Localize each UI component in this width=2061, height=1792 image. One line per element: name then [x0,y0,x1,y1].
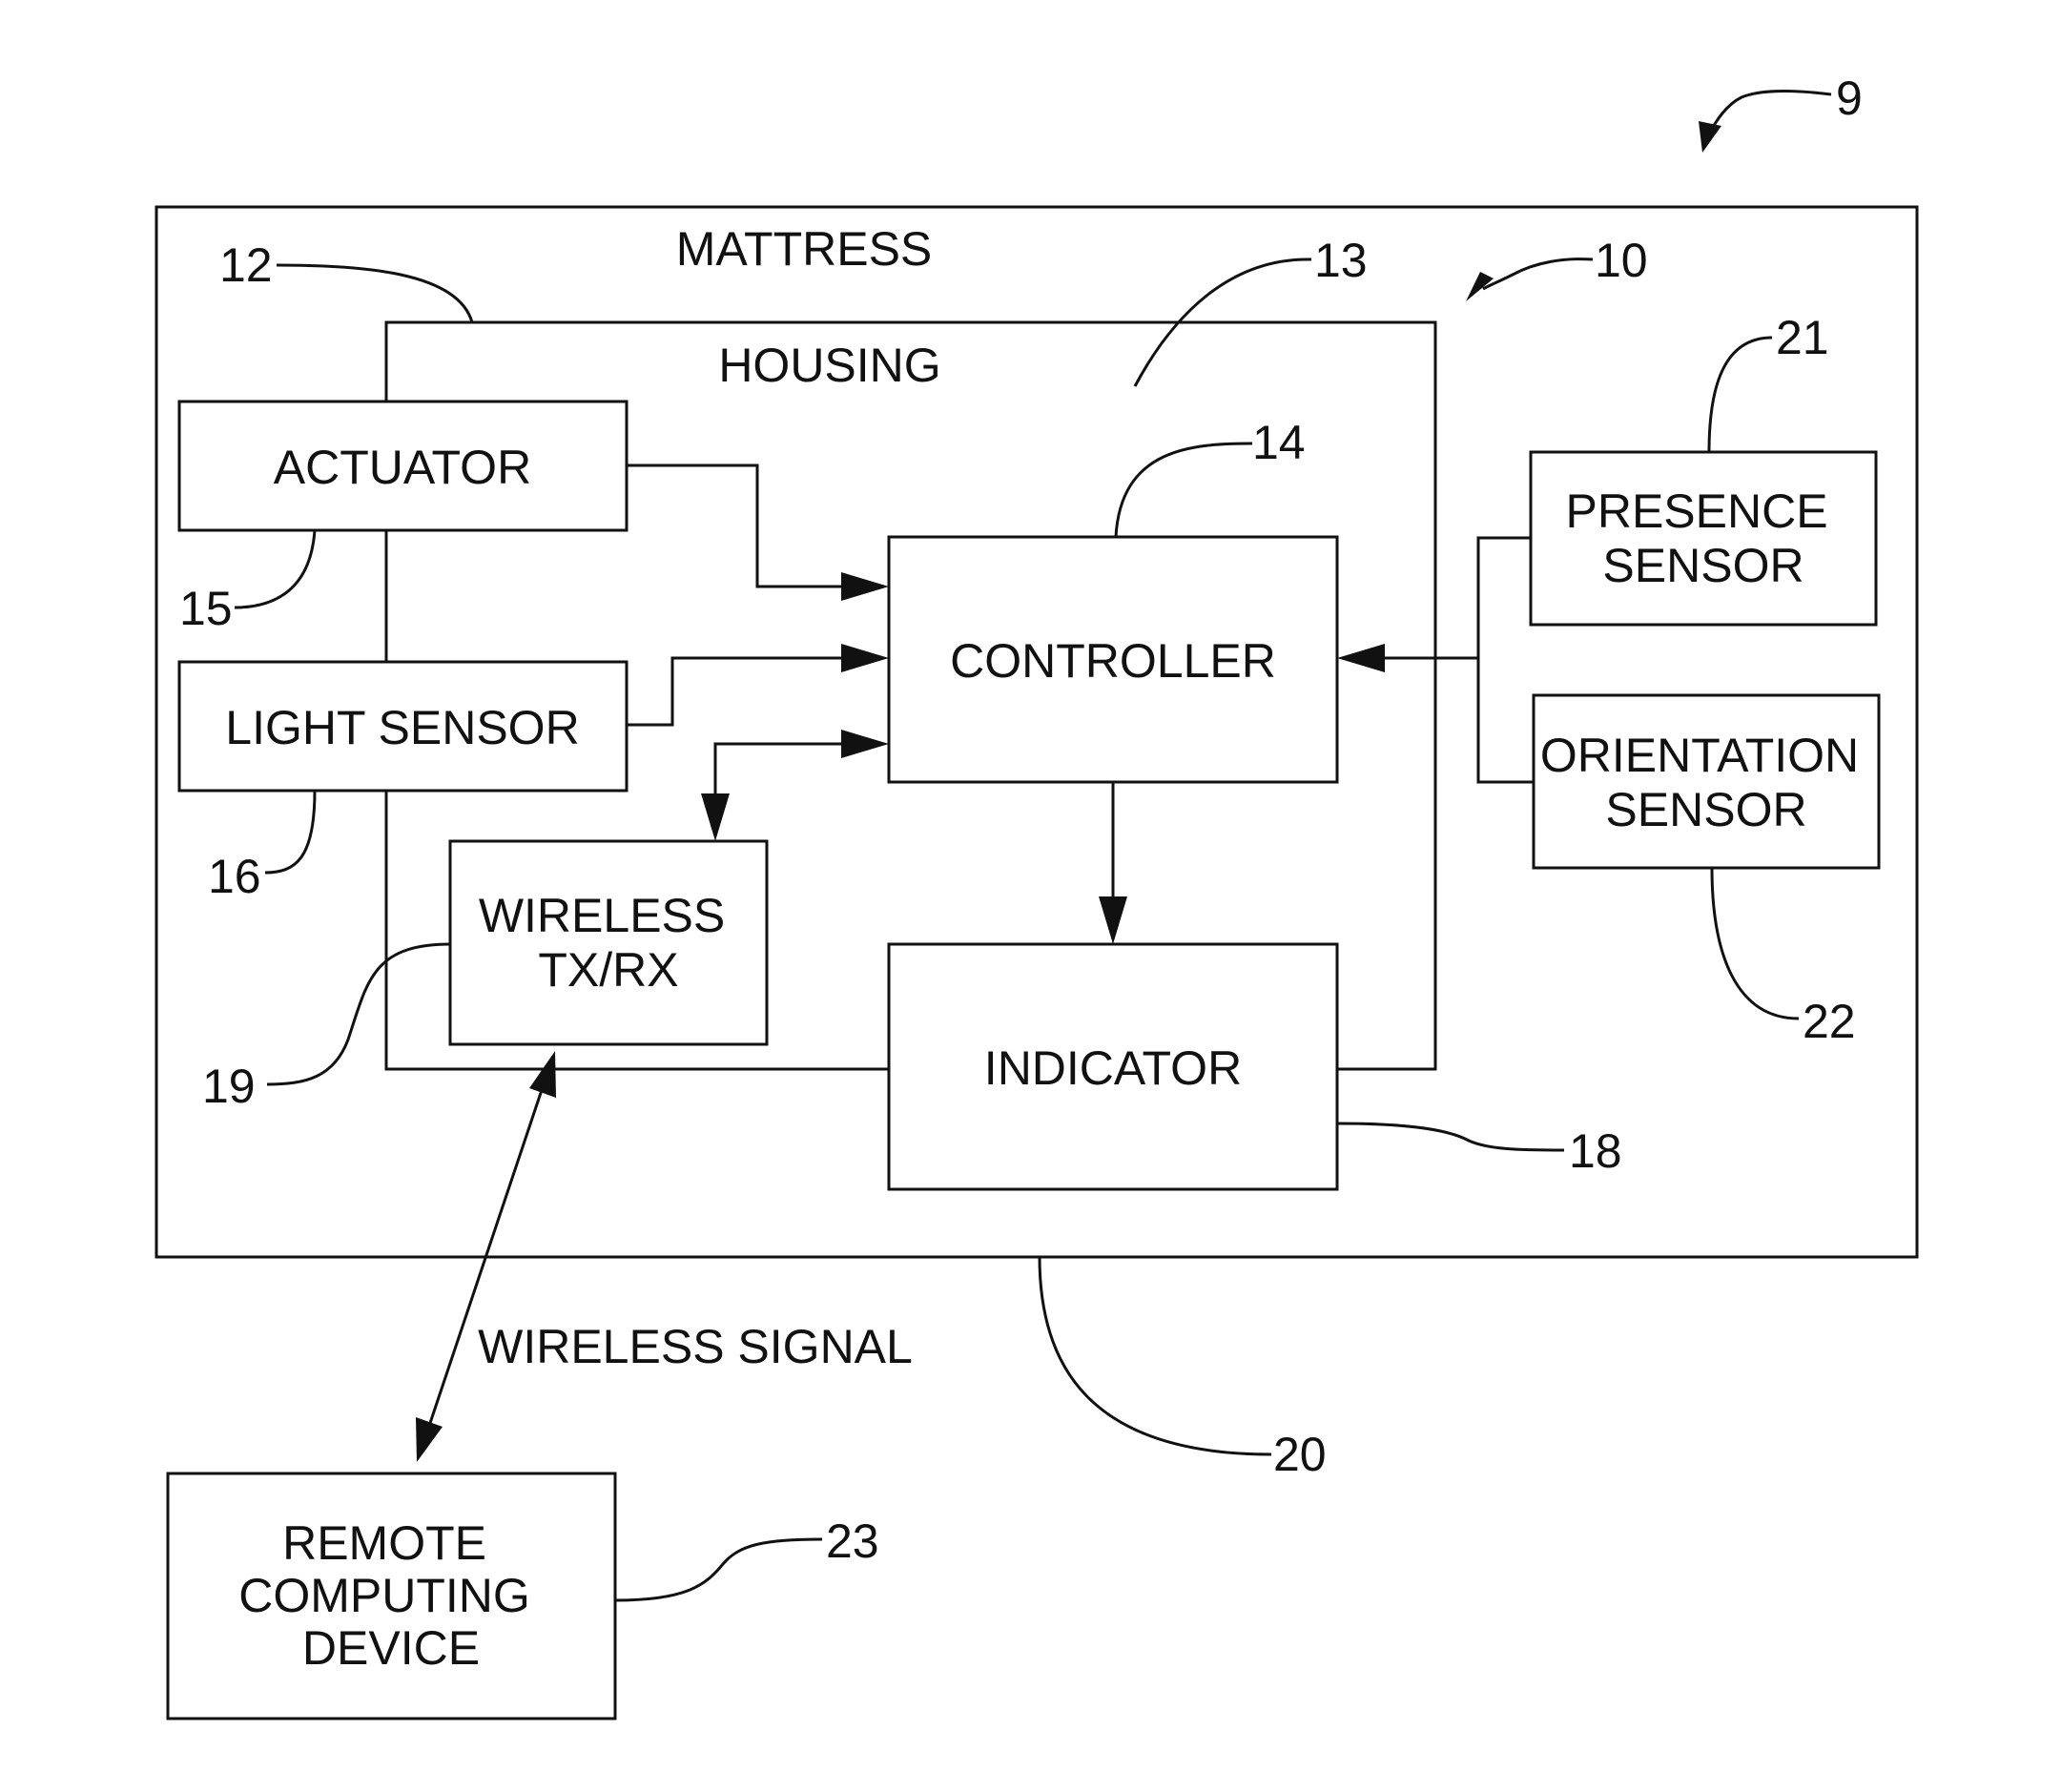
wireless-txrx-line-2: TX/RX [538,943,678,997]
presence-sensor-line-2: SENSOR [1602,539,1803,592]
ref-14-leader [1116,443,1252,537]
ref-15: 15 [179,582,233,635]
ref-12-leader [277,265,472,322]
ref-21-leader [1709,338,1772,452]
indicator-label: INDICATOR [984,1041,1242,1095]
remote-device-line-1: REMOTE [282,1516,486,1570]
ref-15-leader [235,530,315,608]
orientation-sensor-line-2: SENSOR [1605,783,1806,836]
ref-14: 14 [1252,416,1306,469]
lightsensor-to-controller-wire [627,658,846,725]
ref-19: 19 [202,1060,256,1113]
ref-20: 20 [1273,1428,1327,1481]
ref-9-arrowhead [1699,121,1721,153]
wireless-txrx-line-1: WIRELESS [479,889,725,942]
ref-20-leader [1040,1257,1271,1454]
controller-from-sensors-arrowhead [1337,644,1385,672]
ref-22: 22 [1803,995,1856,1048]
wireless-signal-top-arrowhead [529,1051,556,1098]
actuator-arrowhead [841,572,889,601]
indicator-arrowhead [1099,896,1127,944]
presence-sensor-label: PRESENCE SENSOR [1566,484,1842,592]
light-sensor-label: LIGHT SENSOR [225,701,579,754]
housing-label: HOUSING [718,339,940,392]
ref-10: 10 [1595,234,1648,287]
orientation-sensor-line-1: ORIENTATION [1540,729,1859,782]
actuator-label: ACTUATOR [274,441,531,494]
wireless-signal-label: WIRELESS SIGNAL [478,1320,913,1373]
controller-label: CONTROLLER [950,634,1276,688]
ref-16: 16 [208,850,261,903]
ref-10-arrow-curve [1483,259,1593,289]
ref-21: 21 [1776,311,1829,364]
lightsensor-arrowhead [841,644,889,672]
ref-18-leader [1337,1123,1564,1150]
remote-device-line-3: DEVICE [302,1621,480,1675]
ref-9-arrow-curve [1709,92,1831,134]
mattress-label: MATTRESS [676,222,933,276]
ref-23-leader [615,1539,822,1600]
ref-23: 23 [826,1514,879,1568]
ref-12: 12 [219,238,273,292]
remote-device-line-2: COMPUTING [238,1569,530,1622]
ref-9: 9 [1836,72,1863,125]
actuator-to-controller-wire [627,465,846,587]
ref-16-leader [265,791,315,873]
wireless-from-controller-arrowhead [701,793,730,841]
controller-from-wireless-arrowhead [841,730,889,758]
sensors-bus-wire [1478,538,1534,782]
controller-wireless-wire [715,744,846,818]
ref-18: 18 [1569,1124,1622,1178]
wireless-signal-bottom-arrowhead [416,1417,443,1462]
ref-19-leader [267,944,450,1084]
ref-13: 13 [1314,234,1368,287]
presence-sensor-line-1: PRESENCE [1566,484,1828,538]
ref-22-leader [1712,868,1799,1019]
